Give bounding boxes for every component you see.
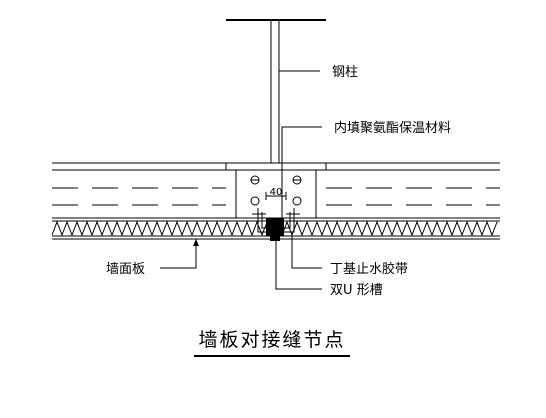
wall-panel-label: 墙面板 [106, 262, 145, 277]
filler-label: 内填聚氨酯保温材料 [334, 120, 451, 136]
dimension-text: 40 [270, 187, 283, 198]
steel-column [226, 19, 326, 163]
rubber-strip-leader [291, 236, 322, 269]
joint-box [225, 162, 327, 218]
outer-skin [52, 162, 500, 206]
u-channel-leader [275, 241, 322, 290]
filler-leader [281, 126, 322, 235]
dimension-line [265, 192, 287, 200]
u-channel-label: 双U 形槽 [330, 283, 383, 298]
steel-column-label: 钢柱 [332, 65, 358, 80]
wall-panel [51, 217, 500, 240]
bolts [250, 175, 302, 206]
wall-panel-leader [160, 239, 199, 269]
rubber-strip-label: 丁基止水胶带 [330, 261, 408, 277]
drawing-title: 墙板对接缝节点 [198, 329, 345, 351]
